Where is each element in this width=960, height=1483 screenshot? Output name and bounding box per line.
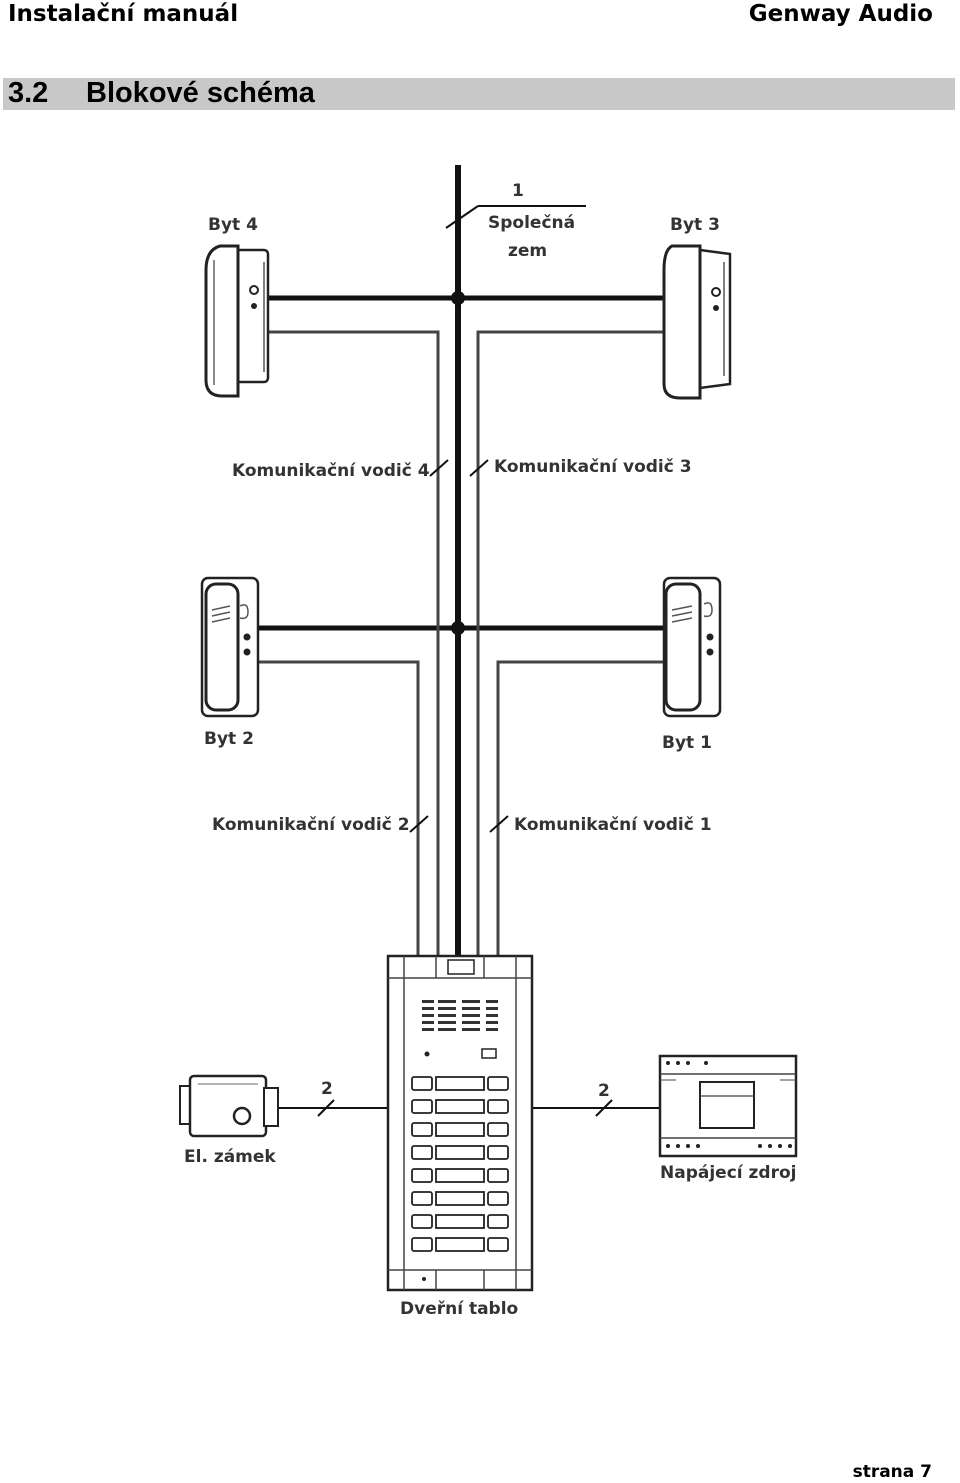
wire-4-line — [268, 330, 440, 958]
ground-junction-upper — [451, 291, 465, 305]
panel-label: Dveřní tablo — [400, 1299, 518, 1319]
lock-wire-count: 2 — [321, 1079, 333, 1099]
lock-slash — [317, 1099, 335, 1117]
psu-slash — [595, 1099, 613, 1117]
handset-byt2-icon — [200, 576, 260, 718]
psu-wire-count: 2 — [598, 1081, 610, 1101]
page-number: strana 7 — [852, 1462, 932, 1482]
brand-name: Genway Audio — [748, 1, 933, 27]
ground-label-line1: Společná — [488, 213, 575, 233]
wire-2-line — [258, 660, 420, 958]
handset-byt3-icon — [662, 244, 732, 400]
handset-byt4-icon — [204, 244, 270, 398]
manual-title: Instalační manuál — [8, 1, 239, 27]
section-title: Blokové schéma — [86, 77, 315, 109]
wire2-label: Komunikační vodič 2 — [212, 815, 410, 835]
psu-label: Napájecí zdroj — [660, 1163, 796, 1183]
wire1-label: Komunikační vodič 1 — [514, 815, 712, 835]
ground-junction-lower — [451, 621, 465, 635]
wire-3-slash — [469, 459, 489, 477]
wire-1-line — [496, 660, 666, 958]
byt4-label: Byt 4 — [208, 215, 258, 235]
door-panel-icon — [386, 954, 534, 1292]
wire-3-line — [476, 330, 666, 958]
lock-label: El. zámek — [184, 1147, 276, 1167]
wire-4-slash — [429, 459, 449, 477]
ground-label-line2: zem — [508, 241, 547, 261]
wire-1-slash — [489, 815, 509, 833]
byt1-label: Byt 1 — [662, 733, 712, 753]
section-heading-bar — [3, 78, 955, 110]
ground-count-label: 1 — [512, 181, 524, 201]
ground-slash — [445, 205, 479, 229]
byt3-label: Byt 3 — [670, 215, 720, 235]
wire-2-slash — [409, 815, 429, 833]
wire3-label: Komunikační vodič 3 — [494, 457, 692, 477]
handset-byt1-icon — [662, 576, 722, 718]
wire4-label: Komunikační vodič 4 — [232, 461, 430, 481]
byt2-label: Byt 2 — [204, 729, 254, 749]
power-supply-icon — [658, 1054, 798, 1158]
section-number: 3.2 — [8, 77, 49, 109]
electric-lock-icon — [179, 1074, 279, 1138]
